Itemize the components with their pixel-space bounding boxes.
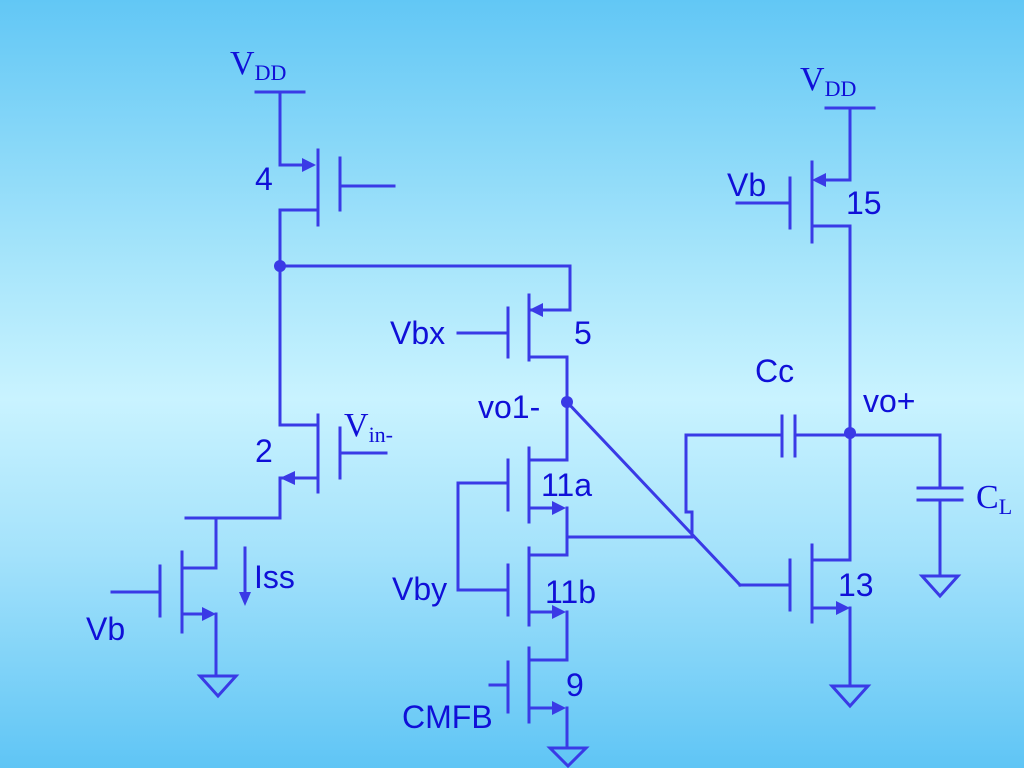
vin-label: Vin- <box>344 407 393 447</box>
vdd-left-label: VDD <box>230 45 286 85</box>
vdd-left-rail <box>254 90 306 167</box>
vdd-right-rail <box>824 106 876 182</box>
vo-plus-label: vo+ <box>863 383 915 419</box>
cl-label: CL <box>976 479 1012 519</box>
m2-label: 2 <box>255 433 273 469</box>
m11b-label: 11b <box>545 574 596 610</box>
tail-current-source <box>110 516 282 699</box>
vb-left-label: Vb <box>86 611 125 647</box>
iss-label: Iss <box>254 559 295 595</box>
transistor-m4 <box>278 148 396 227</box>
junction-dot <box>274 260 286 272</box>
vb-right-label: Vb <box>727 167 766 203</box>
wire-vo1-to-m13 <box>564 399 792 588</box>
node-wire-m4-m5 <box>274 208 572 427</box>
m9-label: 9 <box>566 667 584 703</box>
capacitor-cc <box>684 414 852 539</box>
capacitor-cl <box>848 433 964 599</box>
m13-label: 13 <box>838 567 874 603</box>
cmfb-label: CMFB <box>402 699 493 735</box>
transistor-m9 <box>488 646 590 768</box>
vbx-label: Vbx <box>390 315 445 351</box>
transistor-m15 <box>735 160 856 562</box>
m15-label: 15 <box>846 185 882 221</box>
vdd-right-label: VDD <box>800 61 856 101</box>
vby-label: Vby <box>392 571 447 607</box>
transistor-m11b <box>456 546 569 662</box>
transistor-m13 <box>788 543 872 709</box>
m11a-label: 11a <box>541 467 592 503</box>
node-vo-plus-dot <box>844 427 856 439</box>
vo1-label: vo1- <box>478 389 540 425</box>
m5-label: 5 <box>574 315 592 351</box>
transistor-m2 <box>278 413 388 520</box>
transistor-m11a <box>456 446 694 592</box>
transistor-m5 <box>456 293 573 462</box>
m4-label: 4 <box>255 161 273 197</box>
cc-label: Cc <box>755 353 794 389</box>
